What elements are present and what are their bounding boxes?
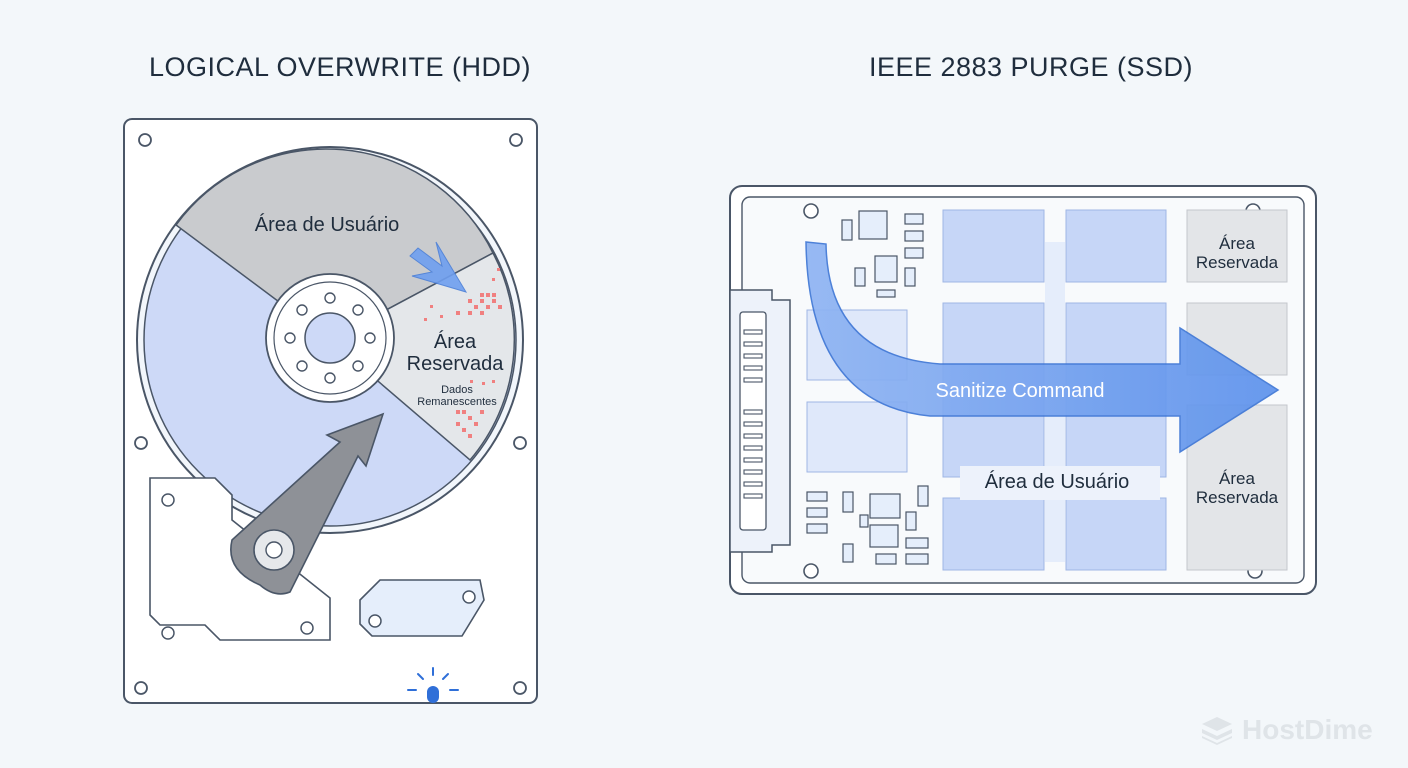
ssd-reserved-bottom-2: Reservada xyxy=(1196,488,1279,507)
screw-icon xyxy=(803,563,819,579)
screw-icon xyxy=(803,203,819,219)
hub-screws xyxy=(284,292,376,384)
hdd-reserved-label-1: Área xyxy=(434,330,477,353)
activity-led-icon xyxy=(407,667,459,703)
remnant-data-marks xyxy=(424,268,502,438)
sanitize-arrow-icon xyxy=(805,241,1280,454)
hdd-screws xyxy=(134,133,527,695)
components-bottom xyxy=(806,485,929,565)
nand-user-area xyxy=(806,209,1167,571)
screw-icon xyxy=(134,436,148,450)
hostdime-logo-icon xyxy=(1202,717,1232,745)
hdd-reserved-area xyxy=(328,251,516,462)
hdd-remnant-label-2: Remanescentes xyxy=(417,396,497,408)
ssd-user-area-label: Área de Usuário xyxy=(985,470,1130,493)
screw-icon xyxy=(138,133,152,147)
components-top xyxy=(841,210,924,298)
hdd-user-area-label: Área de Usuário xyxy=(255,213,400,236)
hdd-remnant-label-1: Dados xyxy=(441,384,473,396)
sata-connector xyxy=(729,289,791,553)
overwrite-arrow-icon xyxy=(409,241,468,293)
ssd-reserved-bottom-1: Área xyxy=(1219,469,1255,488)
hdd-user-area xyxy=(174,148,494,341)
sanitize-command-label: Sanitize Command xyxy=(936,380,1105,402)
hdd-reserved-label-2: Reservada xyxy=(407,353,505,375)
screw-icon xyxy=(513,436,527,450)
screw-icon xyxy=(509,133,523,147)
ssd-reserved-top-2: Reservada xyxy=(1196,253,1279,272)
ssd-title: IEEE 2883 PURGE (SSD) xyxy=(868,52,1194,82)
ssd-reserved-top-1: Área xyxy=(1219,234,1255,253)
brand-watermark: HostDime xyxy=(1200,714,1373,746)
brand-name: HostDime xyxy=(1242,714,1373,745)
ssd-drive: Sanitize Command Área de Usuário Área Re… xyxy=(729,185,1317,595)
hdd-drive: Área de Usuário Área Reservada Dados Rem… xyxy=(123,118,538,704)
hdd-title: LOGICAL OVERWRITE (HDD) xyxy=(148,52,532,82)
screw-icon xyxy=(134,681,148,695)
screw-icon xyxy=(513,681,527,695)
connector-plate xyxy=(359,579,485,637)
